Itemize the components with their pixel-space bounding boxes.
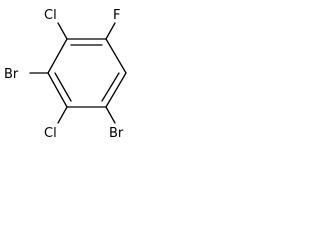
bond-to-cl-bottom bbox=[57, 106, 68, 124]
ring-bond-lower-left-inner bbox=[54, 72, 72, 102]
atom-f-top: F bbox=[113, 8, 120, 23]
atom-cl-top: Cl bbox=[44, 8, 57, 23]
atom-br-left: Br bbox=[4, 67, 19, 82]
bond-to-cl-top bbox=[57, 22, 68, 40]
molecule-structure-diagram: Cl F Br Cl Br bbox=[4, 8, 127, 141]
bond-to-f-top bbox=[105, 22, 116, 40]
atom-br-bottom: Br bbox=[109, 126, 124, 141]
ring-bond-upper-right bbox=[105, 38, 127, 74]
ring-bond-lower-right bbox=[105, 72, 127, 108]
ring-bond-upper-left bbox=[47, 38, 68, 74]
ring-bond-lower-right-inner bbox=[101, 72, 120, 102]
bond-to-br-bottom bbox=[105, 106, 116, 124]
atom-cl-bottom: Cl bbox=[44, 126, 57, 141]
substituent-bonds bbox=[29, 22, 116, 124]
ring-bond-lower-left bbox=[47, 72, 68, 108]
ring-bonds bbox=[47, 38, 127, 108]
